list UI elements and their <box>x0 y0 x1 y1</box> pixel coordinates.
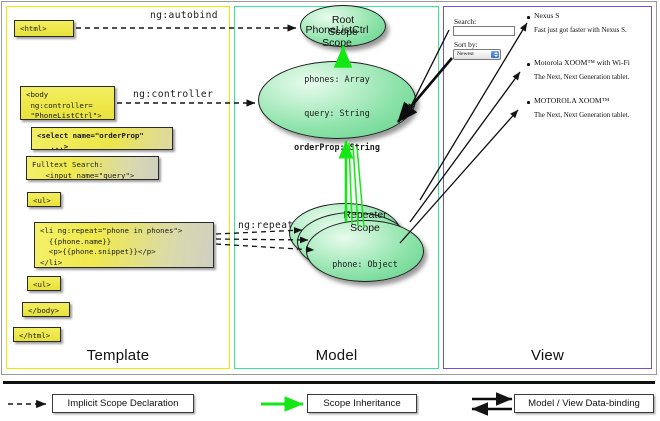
phone-name: MOTOROLA XOOM™ <box>534 96 610 105</box>
legend-item-model-view-data-binding: Model / View Data-binding <box>514 394 654 413</box>
repeater-scope-properties: phone: Object <box>332 236 398 293</box>
phone-snippet: The Next, Next Generation tablet. <box>534 73 630 81</box>
sort-by-selected-value: Newest <box>457 51 474 57</box>
phone-list-ctrl-scope-ellipse: PhoneListCtrl Scope phones: Array query:… <box>258 24 416 152</box>
list-item: Nexus S Fast just got faster with Nexus … <box>534 11 627 34</box>
search-input[interactable] <box>453 26 515 36</box>
chevron-updown-icon[interactable] <box>491 51 499 58</box>
legend-item-implicit-scope-declaration: Implicit Scope Declaration <box>52 394 194 413</box>
panel-template: Template <box>6 6 230 369</box>
ng-repeat-label: ng:repeat <box>238 220 294 231</box>
repeater-scope-ellipse: Repeater Scope phone: Object <box>306 209 424 282</box>
phone-name: Nexus S <box>534 11 560 20</box>
code-box-ul-close: <ul> <box>27 276 61 291</box>
panel-view-label: View <box>530 347 565 364</box>
sort-by-label: Sort by: <box>454 40 478 49</box>
search-label: Search: <box>454 17 477 26</box>
code-box-li-repeat: <li ng:repeat="phone in phones"> {{phone… <box>34 222 214 268</box>
sort-by-select[interactable]: Newest <box>453 49 501 60</box>
property-query: query: String <box>304 107 370 118</box>
root-scope-title-line2: Scope <box>328 26 358 38</box>
phone-snippet: Fast just got faster with Nexus S. <box>534 26 627 34</box>
code-box-fulltext-search: Fulltext Search: <input name="query"> <box>26 156 159 180</box>
legend-divider <box>3 381 655 384</box>
code-box-ul-open: <ul> <box>27 192 61 207</box>
legend-item-scope-inheritance: Scope Inheritance <box>307 394 417 413</box>
phone-snippet: The Next, Next Generation tablet. <box>534 111 630 119</box>
code-box-html-close: </html> <box>13 327 61 342</box>
list-item: MOTOROLA XOOM™ The Next, Next Generation… <box>534 96 629 119</box>
code-box-html-open: <html> <box>14 20 74 37</box>
code-box-select-order-prop: <select name="orderProp" ...> <box>31 127 173 151</box>
code-box-body-close: </body> <box>22 302 70 317</box>
list-bullet <box>527 101 530 104</box>
phone-name: Motorola XOOM™ with Wi-Fi <box>534 58 630 67</box>
list-item: Motorola XOOM™ with Wi-Fi The Next, Next… <box>534 58 630 81</box>
root-scope-title-line1: Root <box>331 13 355 26</box>
root-scope-ellipse: Root Scope <box>300 5 386 47</box>
phone-list-ctrl-title-line2: Scope <box>322 36 352 49</box>
list-bullet <box>527 16 530 19</box>
list-bullet <box>527 63 530 66</box>
ng-controller-label: ng:controller <box>133 89 214 100</box>
ng-autobind-label: ng:autobind <box>150 10 218 21</box>
property-order-prop: orderProp: String <box>294 141 380 152</box>
repeater-scope-title-line2: Scope <box>350 221 380 234</box>
panel-template-label: Template <box>86 347 150 364</box>
code-box-body-open: <body ng:controller= "PhoneListCtrl"> <box>20 86 115 120</box>
repeater-scope-title-line1: Repeater <box>343 209 387 222</box>
property-phone: phone: Object <box>332 258 398 269</box>
panel-model-label: Model <box>315 347 358 364</box>
property-phones: phones: Array <box>304 73 370 84</box>
phone-list-ctrl-title-line1: PhoneListCtrl <box>305 24 369 37</box>
phone-list-ctrl-properties: phones: Array query: String orderProp: S… <box>294 51 380 176</box>
